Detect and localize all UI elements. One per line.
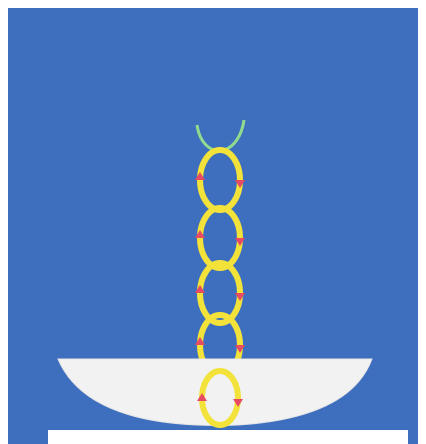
base-plate xyxy=(48,430,408,444)
ring-2 xyxy=(200,208,240,268)
ring-1 xyxy=(200,150,240,210)
top-open-curve xyxy=(197,120,244,151)
